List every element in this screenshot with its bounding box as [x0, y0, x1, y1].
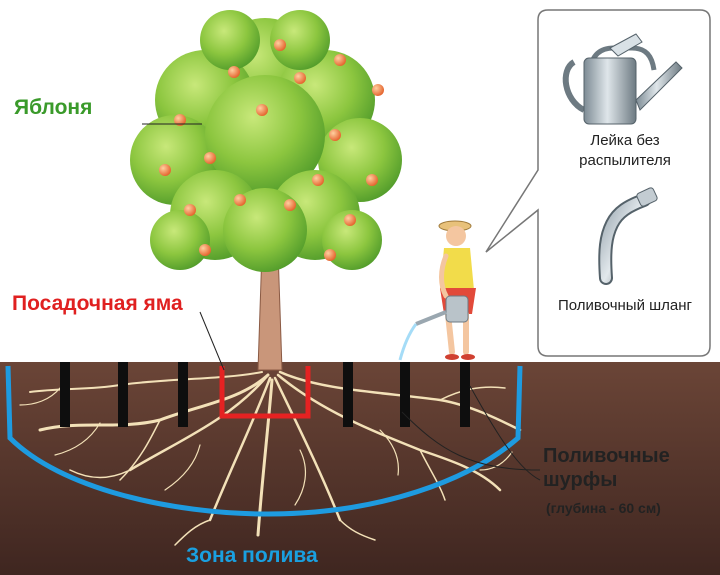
shaft: [60, 362, 70, 427]
tree-roots: [19, 370, 522, 546]
shaft: [118, 362, 128, 427]
watering-can-icon: [562, 33, 683, 125]
watering-can-label: Лейка без распылителя: [579, 132, 671, 169]
apple-tree-label: Яблоня: [14, 96, 93, 119]
planting-pit-label: Посадочная яма: [12, 292, 183, 315]
gardener-figure: [398, 220, 476, 361]
hose-label: Поливочный шланг: [557, 297, 693, 314]
shaft: [460, 362, 470, 427]
shaft: [343, 362, 353, 427]
shaft: [400, 362, 410, 427]
apples: [159, 39, 384, 261]
watering-shafts: [60, 362, 470, 427]
leader-lines: [142, 123, 541, 481]
watering-zone-arc: [5, 365, 523, 517]
shafts-label: Поливочные шурфы: [543, 445, 670, 491]
planting-pit-outline: [219, 366, 311, 419]
watering-zone-label: Зона полива: [186, 544, 318, 567]
tree-foliage: [130, 10, 402, 272]
shafts-depth-label: (глубина - 60 см): [546, 500, 661, 516]
shaft: [178, 362, 188, 427]
hose-icon: [598, 187, 658, 285]
